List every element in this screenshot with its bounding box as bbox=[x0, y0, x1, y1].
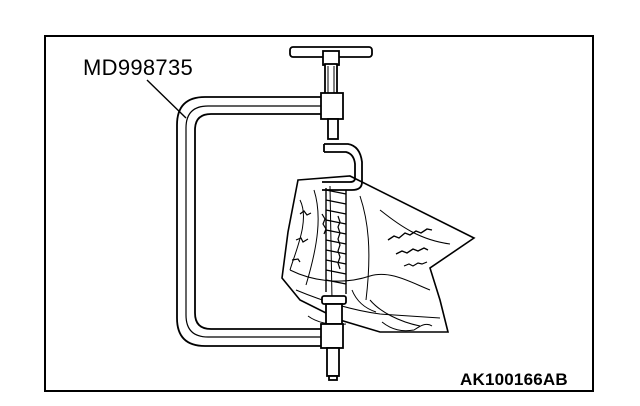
upper-boss bbox=[320, 92, 344, 140]
figure-code-label: AK100166AB bbox=[460, 370, 568, 389]
valve-spring bbox=[325, 188, 347, 294]
c-frame bbox=[176, 96, 330, 347]
figure-frame bbox=[44, 35, 594, 392]
t-handle bbox=[289, 46, 373, 66]
lower-boss bbox=[320, 295, 347, 381]
screw-spindle bbox=[324, 63, 338, 100]
label-leader-line bbox=[146, 79, 187, 119]
cylinder-head bbox=[281, 175, 476, 333]
tool-part-number-label: MD998735 bbox=[83, 55, 194, 80]
adapter-jaw bbox=[322, 143, 363, 191]
